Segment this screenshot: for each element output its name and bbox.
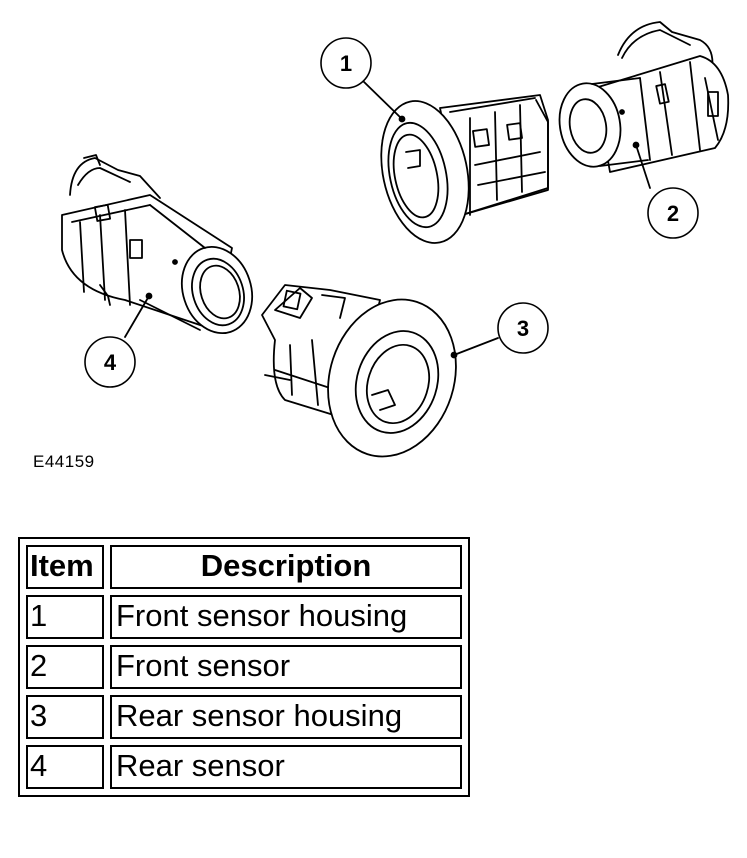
description-cell: Rear sensor housing [110,695,462,739]
description-cell: Rear sensor [110,745,462,789]
rear-sensor-housing-drawing [261,284,458,458]
callout-2: 2 [647,187,699,239]
legend-table: Item Description 1 Front sensor housing … [18,537,470,797]
callout-3-label: 3 [517,316,529,341]
description-column-header: Description [110,545,462,589]
item-number-cell: 4 [26,745,104,789]
callout-leaders [124,79,651,356]
table-row: 4 Rear sensor [26,745,462,789]
figure-code: E44159 [33,452,95,471]
callout-1-label: 1 [340,51,352,76]
front-sensor-drawing [558,21,730,173]
item-column-header: Item [26,545,104,589]
rear-sensor-drawing [61,154,253,335]
table-row: 3 Rear sensor housing [26,695,462,739]
table-row: 2 Front sensor [26,645,462,689]
callout-3: 3 [497,302,549,354]
description-cell: Front sensor [110,645,462,689]
item-number-cell: 3 [26,695,104,739]
item-number-cell: 2 [26,645,104,689]
description-cell: Front sensor housing [110,595,462,639]
item-number-cell: 1 [26,595,104,639]
parking-sensor-exploded-illustration: 1 2 3 4 [61,21,730,458]
callout-1: 1 [320,37,372,89]
table-header-row: Item Description [26,545,462,589]
front-sensor-housing-drawing [380,94,549,244]
callout-4-label: 4 [104,350,117,375]
callout-4: 4 [84,336,136,388]
callout-2-label: 2 [667,201,679,226]
table-row: 1 Front sensor housing [26,595,462,639]
